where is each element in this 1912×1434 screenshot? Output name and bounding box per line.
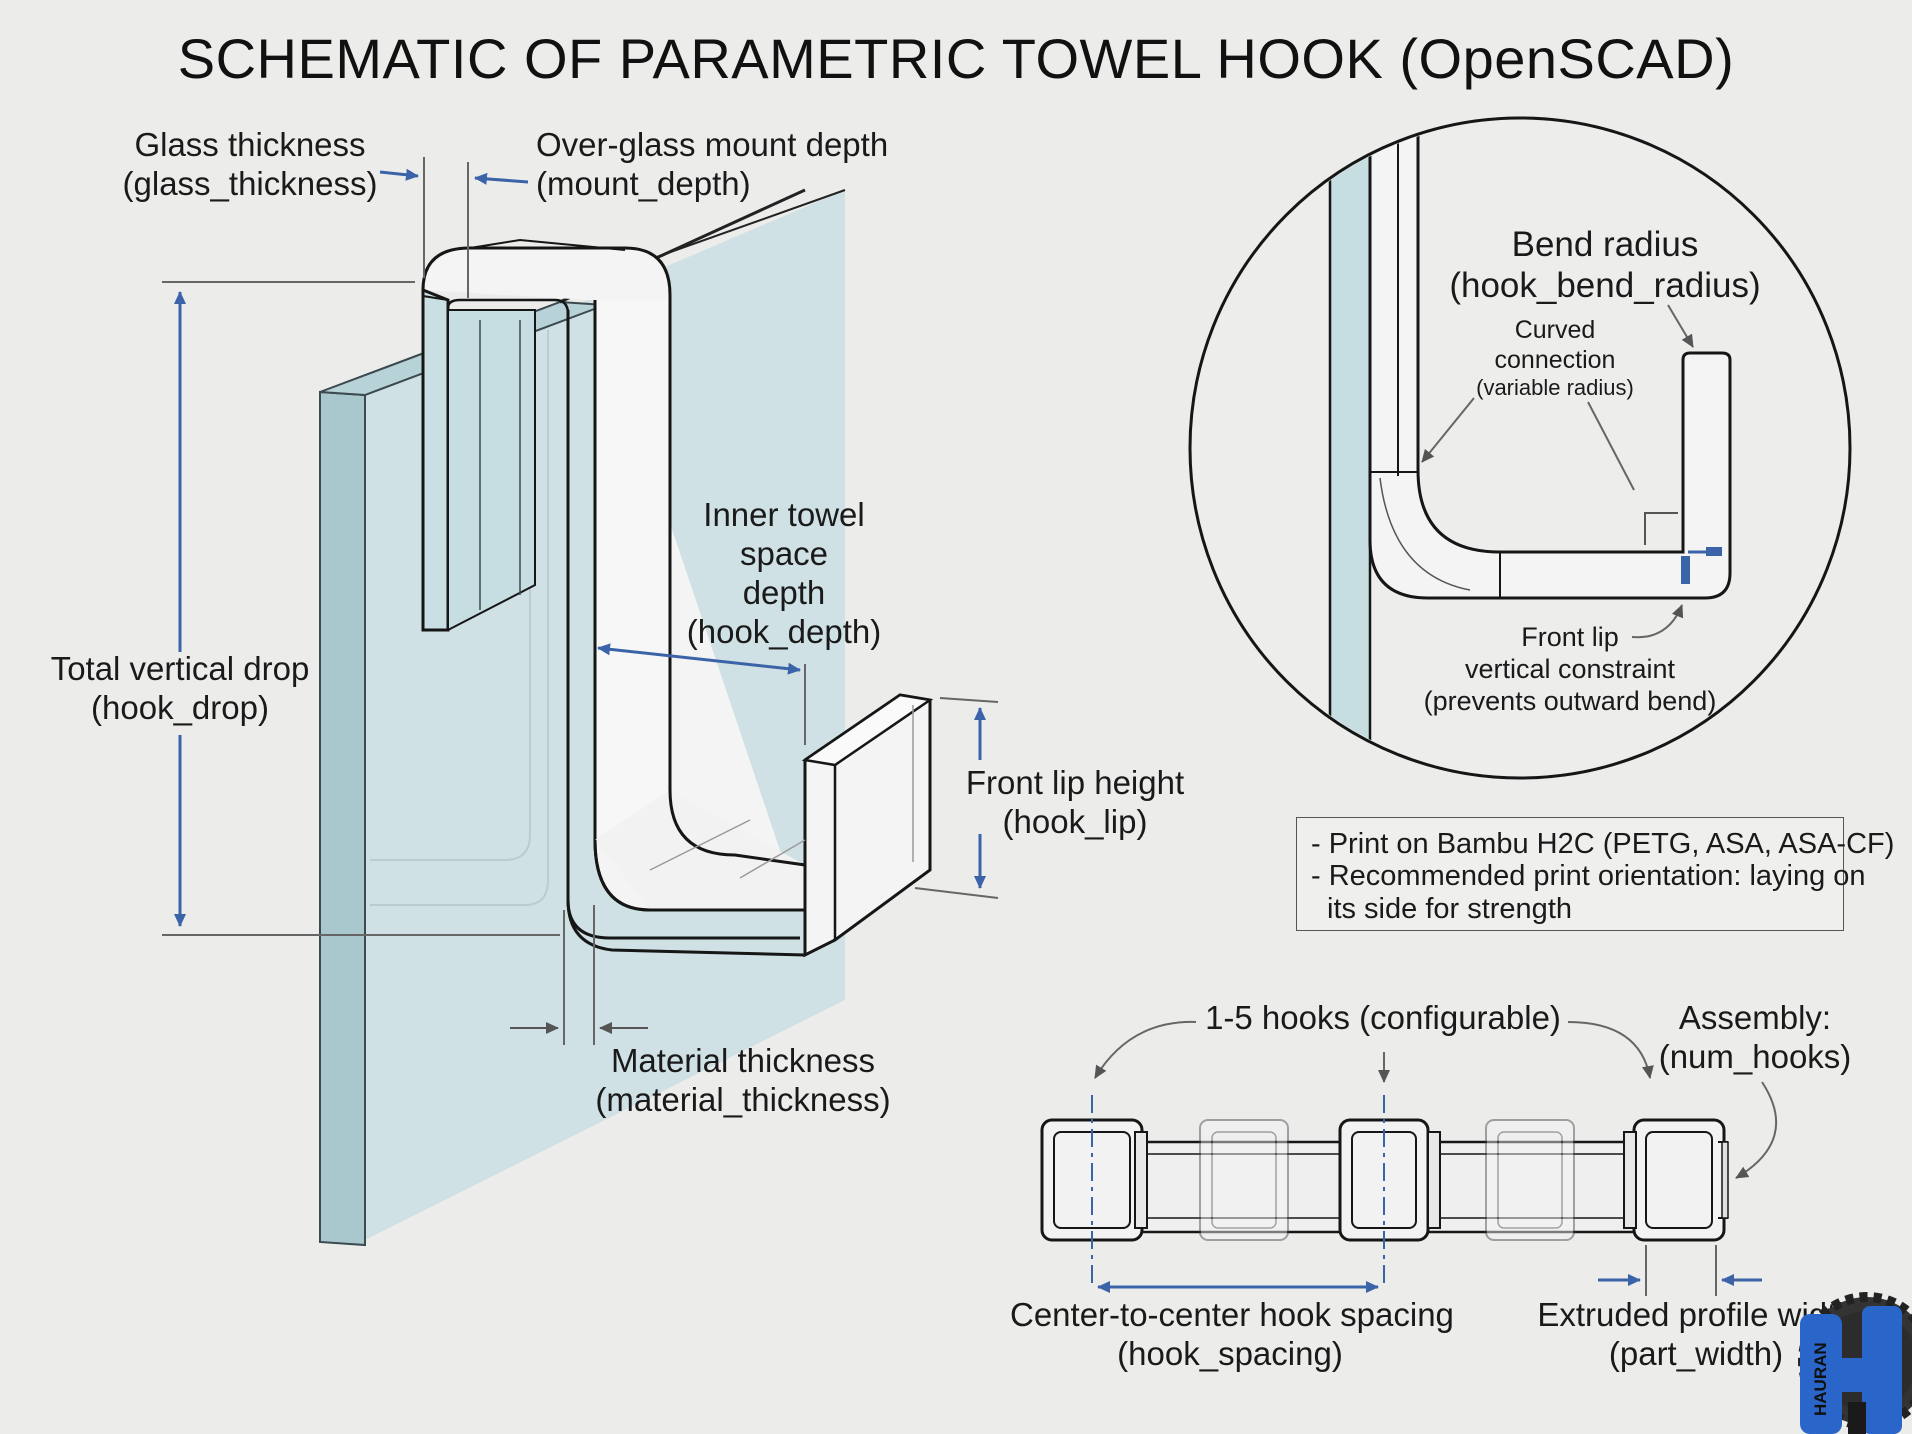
print-notes-box: - Print on Bambu H2C (PETG, ASA, ASA-CF)…	[1296, 817, 1895, 931]
print-note: - Recommended print orientation: laying …	[1311, 860, 1866, 893]
label-bend-radius: Bend radius(hook_bend_radius)	[1449, 225, 1761, 306]
assembly-view	[1040, 1020, 1777, 1296]
print-note: - Print on Bambu H2C (PETG, ASA, ASA-CF)	[1311, 828, 1895, 860]
label-hook-lip: Front lip height(hook_lip)	[965, 764, 1185, 840]
label-glass-thickness: Glass thickness(glass_thickness)	[122, 126, 378, 202]
hauran-logo: HAURAN	[1792, 1276, 1912, 1434]
left-dimensions	[162, 157, 999, 1045]
label-num-hooks-range: 1-5 hooks (configurable)	[1205, 999, 1561, 1036]
label-hook-spacing: Center-to-center hook spacing(hook_spaci…	[1010, 1296, 1454, 1372]
gear-logo-icon: HAURAN	[1798, 1292, 1912, 1434]
bend-detail-view	[1188, 116, 1852, 780]
page-title: SCHEMATIC OF PARAMETRIC TOWEL HOOK (Open…	[177, 27, 1735, 90]
print-note: its side for strength	[1327, 892, 1572, 925]
label-hook-drop: Total vertical drop(hook_drop)	[50, 650, 310, 726]
label-material-thickness: Material thickness(material_thickness)	[595, 1042, 891, 1118]
logo-text: HAURAN	[1811, 1342, 1830, 1416]
label-mount-depth: Over-glass mount depth(mount_depth)	[536, 126, 889, 202]
hook-body	[421, 238, 934, 958]
label-assembly: Assembly:(num_hooks)	[1658, 999, 1852, 1075]
